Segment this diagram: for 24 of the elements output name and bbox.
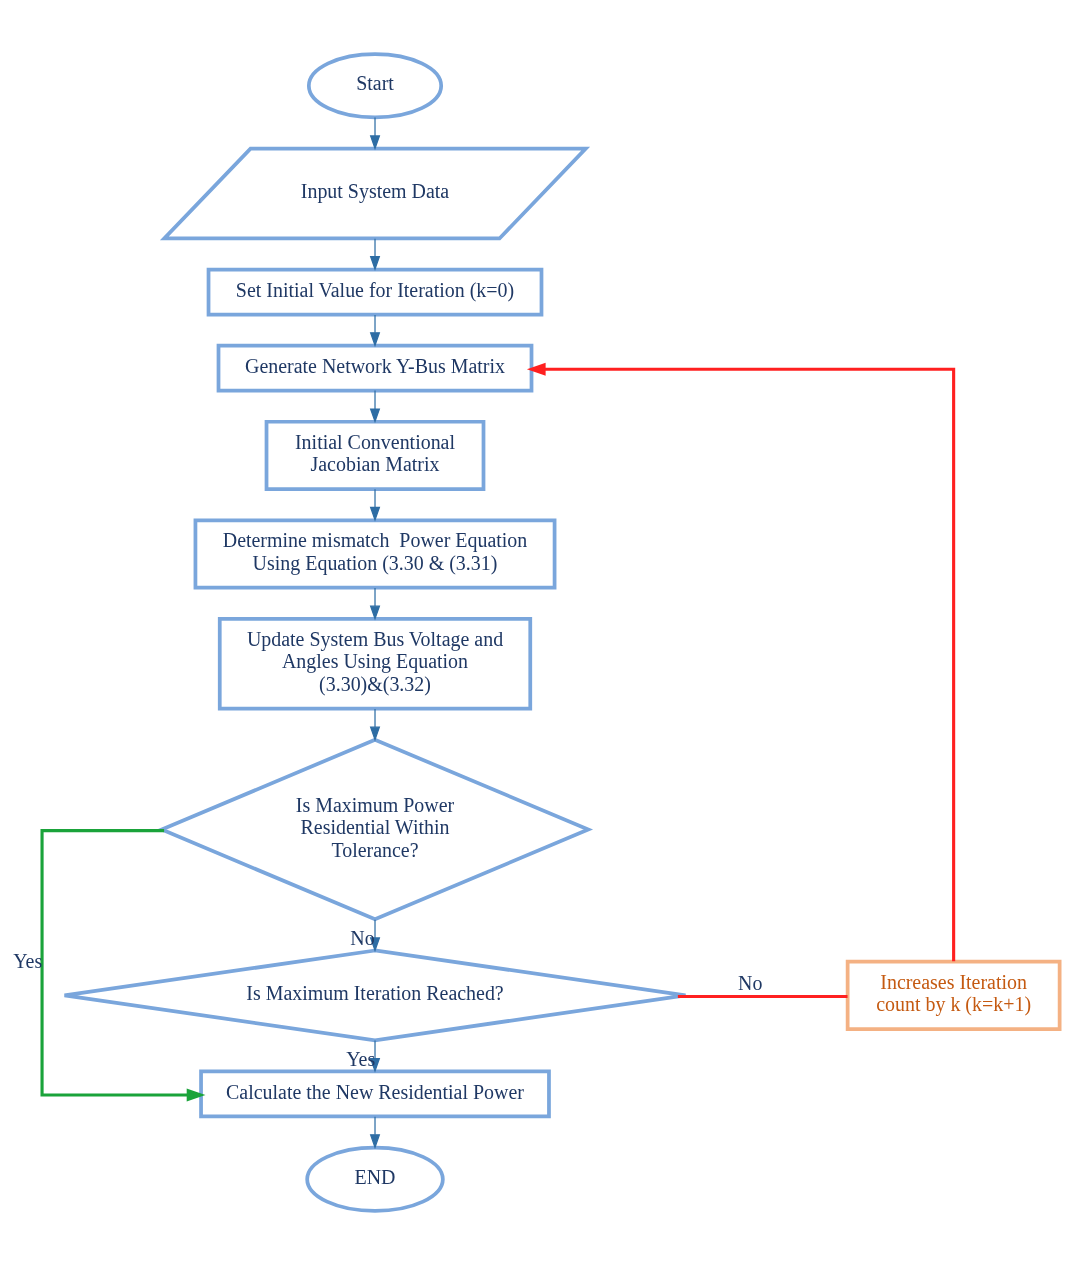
node-diamond: Is Maximum Power Residential Within Tolerance? — [156, 737, 594, 921]
arrow — [369, 313, 381, 347]
connector — [677, 994, 848, 998]
node-box: Set Initial Value for Iteration (k=0) — [206, 267, 544, 316]
node-box: Initial Conventional Jacobian Matrix — [264, 419, 486, 491]
arrow — [369, 488, 381, 522]
arrow — [526, 362, 956, 961]
node-ellipse: Start — [306, 51, 444, 119]
edge-label: No — [738, 971, 763, 994]
node-box: Calculate the New Residential Power — [199, 1069, 551, 1118]
node-box: Generate Network Y-Bus Matrix — [216, 343, 534, 392]
arrow — [369, 707, 381, 741]
arrow — [369, 237, 381, 271]
arrow — [369, 116, 381, 150]
arrow — [369, 1115, 381, 1149]
arrow — [369, 586, 381, 621]
node-box: Increases Iteration count by k (k=k+1) — [845, 959, 1062, 1031]
node-ellipse: END — [305, 1145, 445, 1213]
node-diamond: Is Maximum Iteration Reached? — [62, 948, 688, 1042]
node-box: Update System Bus Voltage and Angles Using Equation (3.30)&(3.32) — [217, 616, 533, 710]
arrow — [40, 828, 206, 1102]
edge-label: No — [350, 926, 375, 949]
arrow — [369, 389, 381, 423]
node-box: Determine mismatch Power Equation Using Equation (3.30 & (3.31) — [193, 517, 557, 589]
